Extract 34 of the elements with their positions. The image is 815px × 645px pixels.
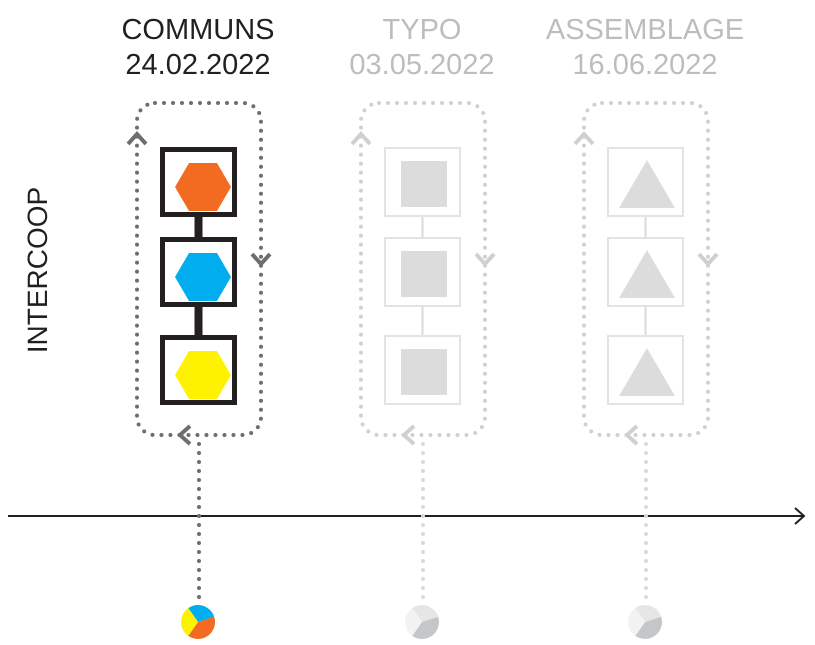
column-date: 03.05.2022 xyxy=(349,48,495,82)
row-label: INTERCOOP xyxy=(22,186,54,354)
connector-line xyxy=(194,307,202,335)
pie-chart-icon xyxy=(181,605,215,639)
connector-line xyxy=(422,307,424,335)
column-date: 16.06.2022 xyxy=(572,48,718,82)
dotted-connector xyxy=(644,442,648,601)
column-title: TYPO xyxy=(382,13,462,47)
step-box xyxy=(160,335,237,405)
hexagon-shape xyxy=(175,351,231,399)
dotted-connector xyxy=(197,442,201,601)
step-box xyxy=(607,237,684,307)
column-title: COMMUNS xyxy=(121,13,275,47)
step-box xyxy=(384,147,461,217)
step-box xyxy=(160,237,237,307)
pie-chart-icon xyxy=(405,605,439,639)
step-box xyxy=(384,335,461,405)
triangle-shape xyxy=(619,250,675,298)
step-box xyxy=(607,335,684,405)
connector-line xyxy=(194,217,202,237)
column-title: ASSEMBLAGE xyxy=(546,13,744,47)
column-date: 24.02.2022 xyxy=(125,48,271,82)
connector-line xyxy=(644,307,646,335)
pie-chart-icon xyxy=(628,605,662,639)
step-box xyxy=(607,147,684,217)
triangle-shape xyxy=(619,160,675,208)
connector-line xyxy=(644,217,646,237)
hexagon-shape xyxy=(175,163,231,211)
dotted-connector xyxy=(421,442,425,601)
triangle-shape xyxy=(619,348,675,396)
step-box xyxy=(160,147,237,217)
hexagon-shape xyxy=(175,253,231,301)
connector-line xyxy=(422,217,424,237)
step-box xyxy=(384,237,461,307)
